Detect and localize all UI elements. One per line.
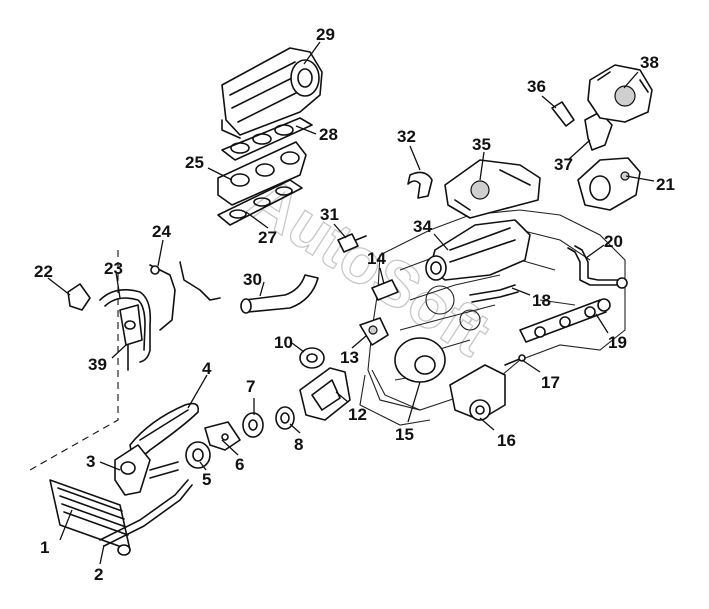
part-27-gasket [217, 179, 303, 226]
part-5-pulley [185, 441, 211, 469]
callout-13: 13 [340, 348, 359, 367]
part-30-hose [240, 274, 319, 314]
part-24-tubes [149, 261, 221, 331]
callout-8: 8 [294, 435, 303, 454]
part-7-gear [242, 412, 264, 438]
part-13-housing [359, 317, 389, 346]
callout-24: 24 [152, 222, 171, 241]
callout-18: 18 [532, 291, 551, 310]
part-20-pipe [567, 245, 628, 289]
part-38-throttle-body [587, 64, 653, 123]
part-12-cover [299, 367, 351, 421]
callout-36: 36 [527, 77, 546, 96]
callout-labels: 1 2 3 4 5 6 7 8 10 12 13 14 15 16 17 18 … [34, 25, 675, 584]
part-18-pipe [469, 284, 519, 303]
callout-34: 34 [413, 217, 432, 236]
callout-21: 21 [656, 175, 675, 194]
callout-17: 17 [541, 373, 560, 392]
part-29-upper-intake [221, 47, 323, 139]
callout-5: 5 [202, 470, 211, 489]
callout-25: 25 [185, 153, 204, 172]
callout-16: 16 [497, 431, 516, 450]
part-25-lower-intake [217, 141, 307, 206]
callout-39: 39 [88, 355, 107, 374]
part-3-tensioner [114, 444, 179, 496]
callout-37: 37 [554, 155, 573, 174]
callout-15: 15 [395, 425, 414, 444]
part-39-valve [119, 304, 143, 371]
part-14-hose [371, 279, 399, 301]
part-22-bracket [67, 283, 91, 311]
guide-line-left [29, 250, 119, 471]
callout-6: 6 [235, 455, 244, 474]
callout-19: 19 [608, 333, 627, 352]
callout-1: 1 [40, 538, 49, 557]
part-2-pipe [99, 479, 193, 547]
part-1-oil-cooler [49, 479, 131, 556]
callout-28: 28 [319, 125, 338, 144]
callout-31: 31 [320, 205, 339, 224]
part-19-fuel-rail [519, 298, 611, 343]
callout-10: 10 [274, 333, 293, 352]
callout-35: 35 [472, 135, 491, 154]
callout-27: 27 [258, 228, 277, 247]
callout-4: 4 [202, 359, 212, 378]
part-36-fitting [551, 101, 575, 127]
part-10-pulley [299, 347, 325, 369]
callout-12: 12 [348, 405, 367, 424]
callout-22: 22 [34, 262, 53, 281]
part-16-alternator [449, 364, 506, 421]
callout-20: 20 [604, 232, 623, 251]
part-21-adapter [577, 157, 641, 211]
leader-lines [47, 41, 655, 565]
callout-3: 3 [86, 452, 95, 471]
part-8-gear [275, 406, 295, 430]
part-32-hose [407, 171, 433, 199]
part-15-water-pump [394, 337, 446, 383]
part-35-cover [444, 159, 541, 219]
part-17-pipe [504, 354, 526, 366]
part-31-sensor [337, 233, 367, 253]
callout-32: 32 [397, 127, 416, 146]
part-34-supercharger [425, 219, 531, 281]
callout-29: 29 [316, 25, 335, 44]
part-28-gasket [221, 117, 313, 161]
callout-30: 30 [243, 270, 262, 289]
part-6-bracket [204, 421, 241, 451]
callout-7: 7 [246, 377, 255, 396]
callout-38: 38 [640, 53, 659, 72]
callout-23: 23 [104, 259, 123, 278]
callout-2: 2 [94, 565, 103, 584]
callout-14: 14 [367, 249, 386, 268]
